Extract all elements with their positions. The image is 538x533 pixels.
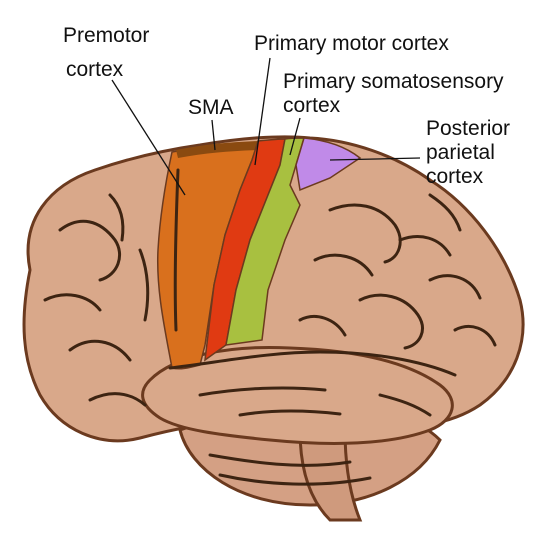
label-primary-somatosensory-line2: cortex [283, 94, 341, 117]
label-posterior-parietal-line3: cortex [426, 165, 484, 188]
label-primary-somatosensory-line1: Primary somatosensory [283, 70, 504, 93]
pointer-somatosensory [289, 117, 301, 156]
label-premotor-line2: cortex [66, 58, 124, 81]
label-pointers [111, 57, 421, 196]
posterior-parietal-region [295, 137, 362, 192]
label-premotor-line1: Premotor [63, 24, 150, 47]
label-sma: SMA [188, 96, 234, 119]
label-primary-motor: Primary motor cortex [254, 32, 449, 55]
pointer-posterior-parietal [329, 157, 421, 161]
temporal-lobe [141, 346, 454, 445]
label-posterior-parietal-line1: Posterior [426, 117, 511, 140]
pointer-primary-motor [254, 57, 271, 166]
sulci-lines [43, 168, 497, 486]
pointer-sma [211, 119, 216, 151]
pointer-premotor [111, 79, 186, 196]
sma-region [176, 141, 258, 158]
label-posterior-parietal-line2: parietal [426, 141, 495, 164]
